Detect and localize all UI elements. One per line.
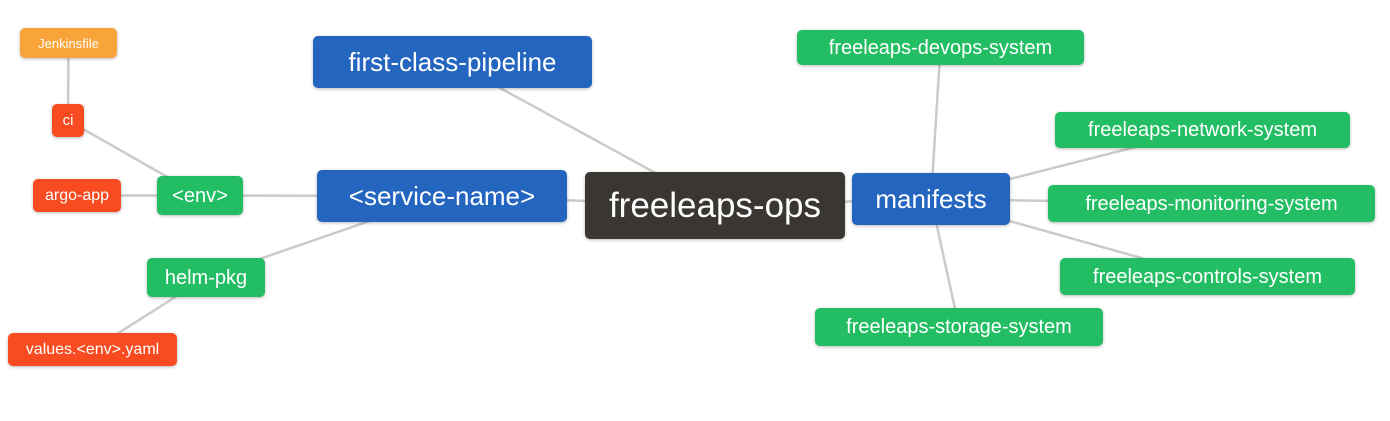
node-helm-pkg[interactable]: helm-pkg: [147, 258, 265, 297]
node-freeleaps-network-system[interactable]: freeleaps-network-system: [1055, 112, 1350, 148]
node-manifests[interactable]: manifests: [852, 173, 1010, 225]
node-jenkinsfile[interactable]: Jenkinsfile: [20, 28, 117, 58]
node-freeleaps-monitoring-system[interactable]: freeleaps-monitoring-system: [1048, 185, 1375, 222]
node-freeleaps-storage-system[interactable]: freeleaps-storage-system: [815, 308, 1103, 346]
node-first-class-pipeline[interactable]: first-class-pipeline: [313, 36, 592, 88]
node-argo-app[interactable]: argo-app: [33, 179, 121, 212]
node-service-name[interactable]: <service-name>: [317, 170, 567, 222]
node-ci[interactable]: ci: [52, 104, 84, 137]
node-freeleaps-controls-system[interactable]: freeleaps-controls-system: [1060, 258, 1355, 295]
node-freeleaps-ops[interactable]: freeleaps-ops: [585, 172, 845, 239]
node-values-env-yaml[interactable]: values.<env>.yaml: [8, 333, 177, 366]
node-freeleaps-devops-system[interactable]: freeleaps-devops-system: [797, 30, 1084, 65]
node-env[interactable]: <env>: [157, 176, 243, 215]
